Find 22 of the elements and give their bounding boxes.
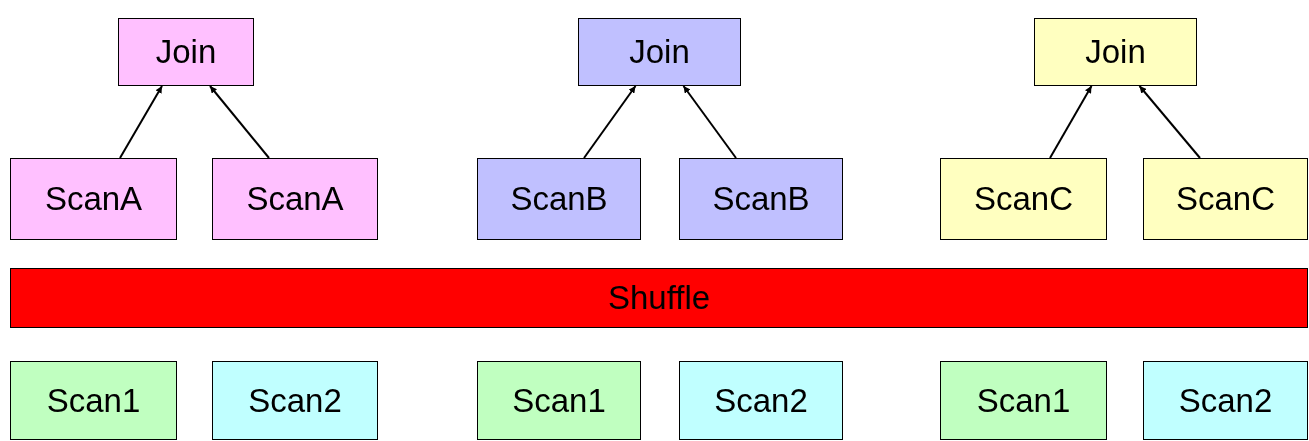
operator-box: ScanB bbox=[477, 158, 641, 240]
operator-box: Scan1 bbox=[940, 361, 1107, 440]
operator-box: Join bbox=[1034, 18, 1197, 86]
arrow bbox=[682, 85, 737, 159]
operator-box: Scan1 bbox=[10, 361, 177, 440]
operator-box: Join bbox=[118, 18, 254, 86]
arrow bbox=[583, 85, 637, 159]
operator-box: Join bbox=[578, 18, 741, 86]
operator-box: ScanA bbox=[10, 158, 177, 240]
operator-box: Scan2 bbox=[679, 361, 843, 440]
operator-box: Scan1 bbox=[477, 361, 641, 440]
operator-box: ScanB bbox=[679, 158, 843, 240]
arrow bbox=[1049, 85, 1093, 159]
arrow bbox=[1138, 85, 1201, 159]
operator-box: Scan2 bbox=[1143, 361, 1308, 440]
operator-box: ScanC bbox=[940, 158, 1107, 240]
operator-box: ScanA bbox=[212, 158, 378, 240]
arrow bbox=[209, 85, 270, 159]
arrow bbox=[119, 85, 163, 159]
operator-box: Scan2 bbox=[212, 361, 378, 440]
operator-box: ScanC bbox=[1143, 158, 1308, 240]
shuffle-bar: Shuffle bbox=[10, 268, 1308, 328]
